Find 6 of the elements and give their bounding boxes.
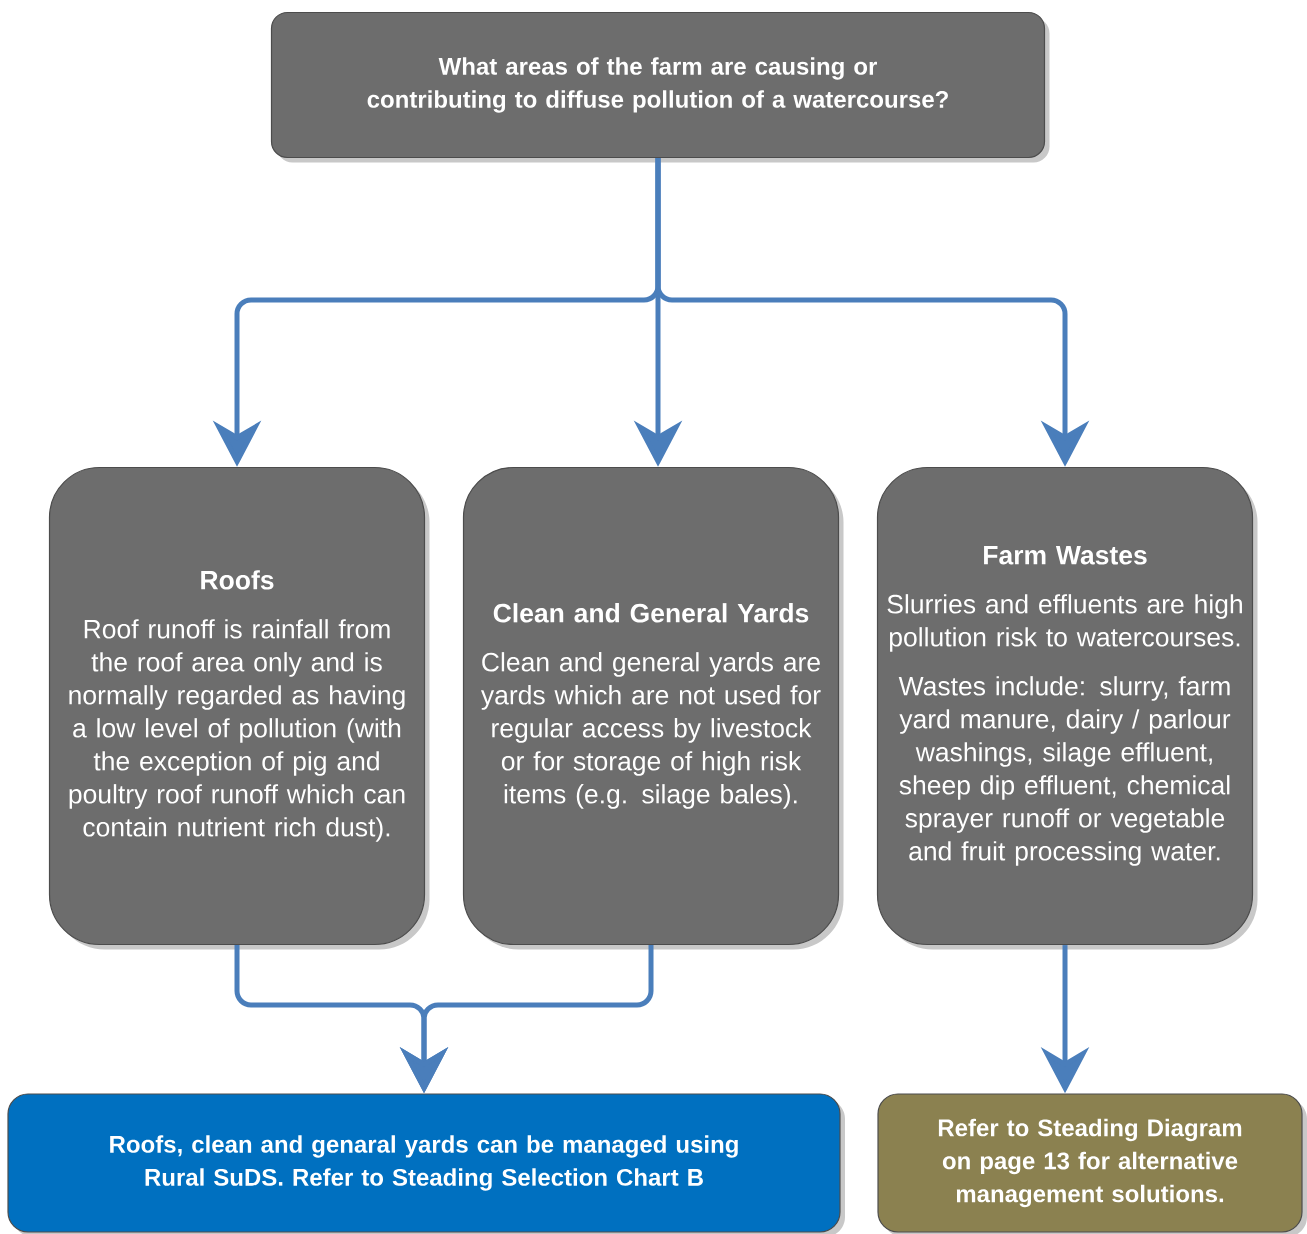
- outcome-box: Roofs, clean and genaral yards can be managed using Rural SuDS. Refer to Steading Selection Chart B: [7, 1093, 845, 1234]
- question-box: What areas of the farm are causing or contributing to diffuse pollution of a watercourse?: [270, 11, 1050, 163]
- outcome-box: Refer to Steading Diagram on page 13 for alternative management solutions.: [877, 1093, 1307, 1234]
- category-box: Roofs Roof runoff is rainfall from the roof area only and is normally regarded as having a low level of pollution (with the exception of pig and poultry roof runoff which can contain nutrient rich dust).: [48, 466, 430, 950]
- category-box: Farm Wastes Slurries and effluents are high pollution risk to watercourses. Wastes include: slurry, farm yard manure, dairy / parlour washings, silage effluent, sheep dip effluent, chemical sprayer runoff or vegetable and fruit processing water.: [876, 466, 1258, 950]
- category-box: Clean and General Yards Clean and general yards are yards which are not used for regular access by livestock or for storage of high risk items (e.g. silage bales).: [462, 466, 844, 950]
